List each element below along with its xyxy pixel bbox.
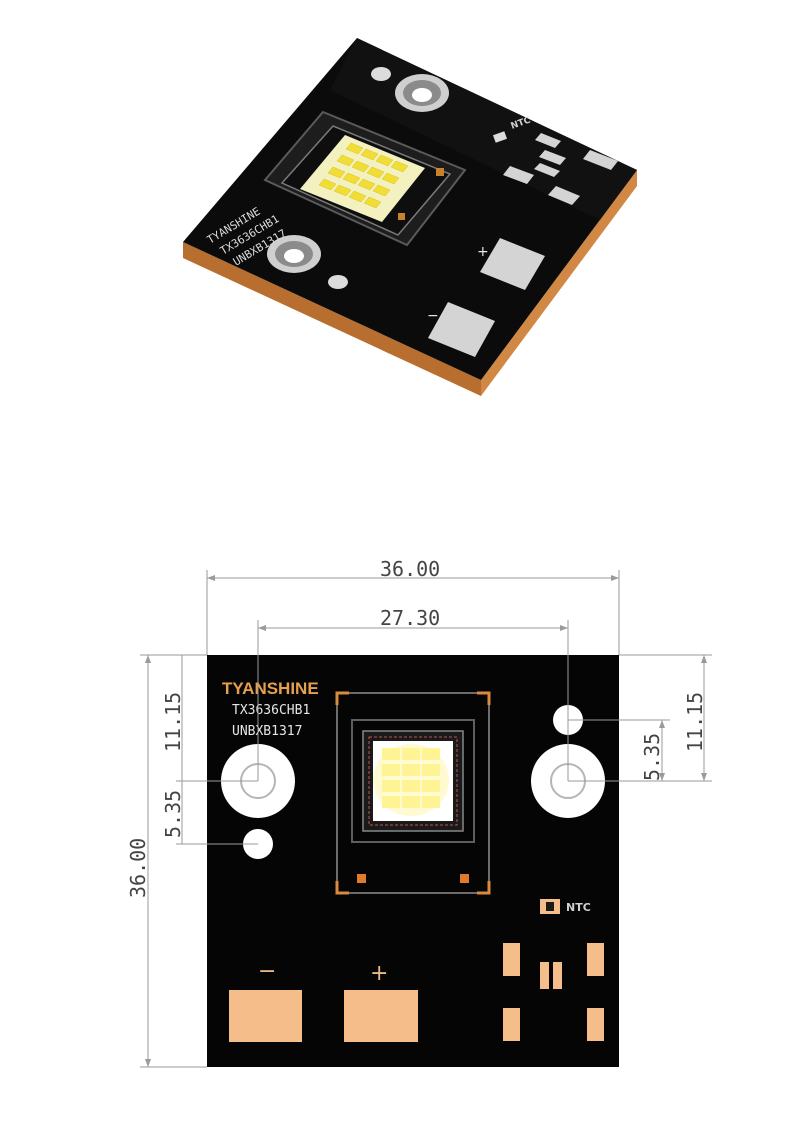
iso-small-hole-top xyxy=(371,67,391,81)
led-cells xyxy=(382,748,440,808)
dim-right-top-offset: 11.15 xyxy=(683,692,707,752)
plus-label: + xyxy=(370,961,388,986)
signal-pads xyxy=(503,943,604,1041)
ntc-component-core xyxy=(546,902,554,911)
iso-led-pad-a xyxy=(436,168,444,176)
iso-led-cells xyxy=(318,142,409,209)
dim-right-hole-offset: 5.35 xyxy=(640,733,664,781)
iso-led-pad-b xyxy=(398,213,405,220)
dim-hole-spacing: 27.30 xyxy=(380,606,440,630)
model-text: TX3636CHB1 xyxy=(232,703,310,718)
iso-pads xyxy=(428,133,618,357)
dim-left-hole-offset: 5.35 xyxy=(161,790,185,838)
minus-pad xyxy=(229,990,302,1042)
iso-render: TYANSHINE TX3636CHB1 UNBXB1317 NTC + − xyxy=(183,38,637,396)
lot-text: UNBXB1317 xyxy=(232,724,302,739)
iso-led-die xyxy=(300,135,425,222)
dimension-lines xyxy=(140,570,712,1068)
led-housing xyxy=(335,691,491,895)
iso-plus-text: + xyxy=(477,244,489,260)
dim-left-top-offset: 11.15 xyxy=(161,692,185,752)
iso-hole-bottom xyxy=(267,235,321,273)
board-top-view: TYANSHINE TX3636CHB1 UNBXB1317 xyxy=(207,655,619,1067)
iso-left-edge xyxy=(183,242,481,396)
iso-hole-top xyxy=(395,74,449,112)
ntc-label: NTC xyxy=(566,901,591,914)
iso-right-edge xyxy=(481,170,637,396)
led-pad-right xyxy=(460,874,469,883)
iso-minus-text: − xyxy=(427,308,439,324)
iso-ntc-part xyxy=(492,131,508,143)
iso-small-hole-bottom xyxy=(328,275,348,289)
dimension-arrows xyxy=(145,575,707,1067)
led-pad-left xyxy=(357,874,366,883)
minus-label: − xyxy=(258,959,276,984)
plus-pad xyxy=(344,990,418,1042)
brand-text: TYANSHINE xyxy=(222,679,319,698)
dim-overall-height: 36.00 xyxy=(126,838,150,898)
dim-overall-width: 36.00 xyxy=(380,557,440,581)
